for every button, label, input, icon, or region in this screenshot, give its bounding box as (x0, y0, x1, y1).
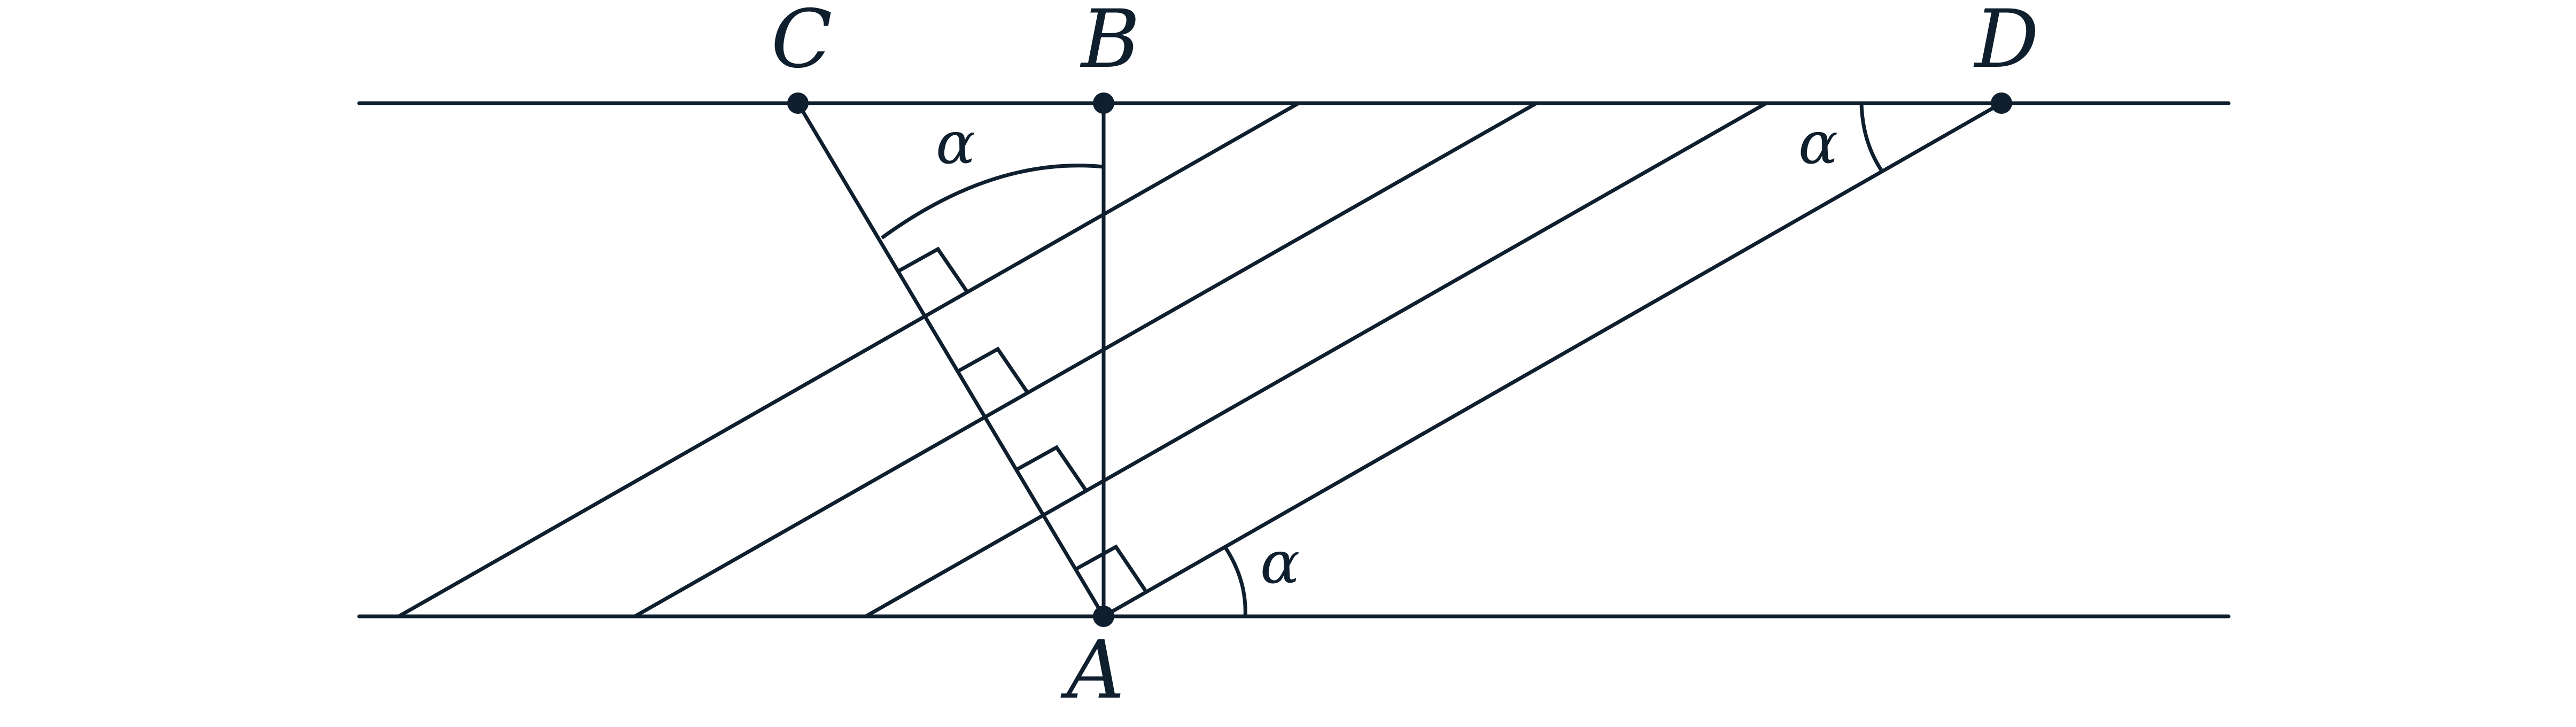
slanted-line-1 (397, 101, 1301, 618)
slanted-line-3 (864, 101, 1768, 618)
label-D: D (1973, 0, 2039, 86)
right-angle-marker-3 (1016, 445, 1088, 492)
point-A (1093, 606, 1114, 627)
angle-label-top: α (936, 109, 975, 177)
slanted-line-2 (633, 101, 1539, 618)
angle-arc-right (1859, 103, 1883, 171)
right-angle-marker-2 (957, 346, 1029, 393)
right-angle-marker-4 (1075, 544, 1147, 592)
angle-label-bottom: α (1260, 528, 1300, 597)
point-C (787, 92, 809, 114)
point-D (1991, 92, 2012, 114)
angle-label-right: α (1798, 109, 1838, 177)
angle-arc-top (880, 164, 1104, 239)
point-B (1093, 92, 1114, 114)
label-C: C (771, 0, 833, 86)
slanted-line-AD (1101, 101, 2004, 618)
label-B: B (1080, 0, 1140, 86)
angle-arc-bottom (1223, 546, 1247, 617)
right-angle-marker-1 (897, 246, 969, 293)
segment-AC (796, 101, 1106, 618)
label-A: A (1060, 624, 1124, 717)
